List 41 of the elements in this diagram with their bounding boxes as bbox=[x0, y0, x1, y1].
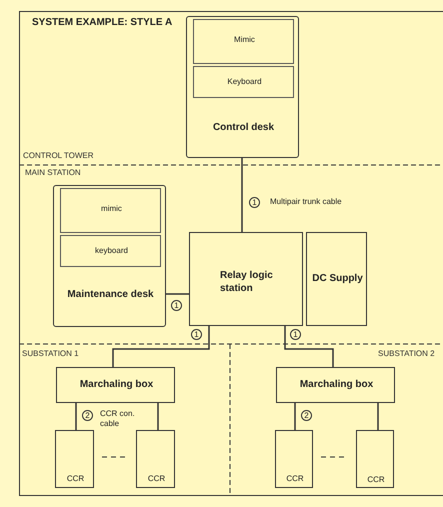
equipment-box bbox=[55, 430, 94, 488]
cable-line bbox=[157, 403, 159, 430]
desk-box bbox=[53, 185, 166, 327]
cable-line bbox=[112, 326, 210, 367]
panel-box bbox=[60, 188, 161, 233]
node-label: Relay logic station bbox=[220, 269, 274, 295]
cable-line bbox=[294, 403, 296, 430]
zone-label: MAIN STATION bbox=[25, 168, 81, 177]
diagram-title: SYSTEM EXAMPLE: STYLE A bbox=[32, 17, 172, 28]
zone-label: SUBSTATION 1 bbox=[22, 349, 79, 358]
equipment-box bbox=[189, 232, 303, 326]
node-label: Keyboard bbox=[226, 77, 263, 88]
zone-label: SUBSTATION 2 bbox=[378, 349, 435, 358]
node-label: DC Supply bbox=[311, 272, 364, 285]
zone-label: CONTROL TOWER bbox=[23, 151, 94, 160]
cable-line bbox=[166, 293, 189, 295]
node-label: CCR bbox=[285, 474, 305, 484]
equipment-box bbox=[136, 430, 175, 488]
node-label: Control desk bbox=[212, 121, 276, 134]
equipment-box bbox=[56, 367, 175, 403]
node-label: CCR bbox=[146, 474, 166, 484]
panel-box bbox=[60, 235, 161, 267]
panel-box bbox=[193, 66, 294, 98]
node-label: Mimic bbox=[233, 35, 256, 46]
equipment-box bbox=[275, 430, 313, 488]
node-label: mimic bbox=[100, 204, 123, 214]
node-label: CCR bbox=[366, 475, 386, 486]
node-label: Maintenance desk bbox=[66, 288, 155, 301]
cable-line bbox=[75, 403, 77, 430]
cable-line bbox=[241, 158, 243, 232]
desk-box bbox=[186, 16, 299, 158]
cable-line bbox=[284, 326, 334, 367]
node-label: keyboard bbox=[94, 246, 129, 256]
node-label: CCR bbox=[66, 474, 86, 484]
cable-line bbox=[377, 403, 379, 430]
node-label: Marchaling box bbox=[78, 378, 154, 391]
panel-box bbox=[193, 19, 294, 64]
equipment-box bbox=[306, 232, 367, 326]
equipment-box bbox=[356, 430, 394, 488]
node-label: Marchaling box bbox=[298, 378, 374, 391]
equipment-box bbox=[276, 367, 395, 403]
